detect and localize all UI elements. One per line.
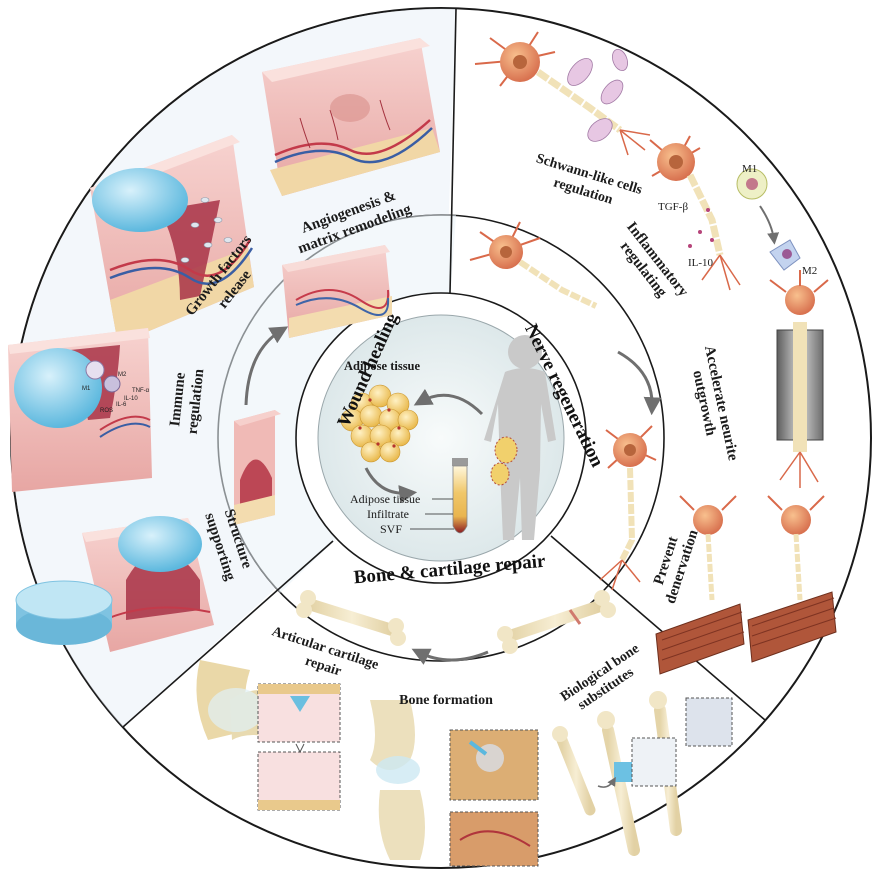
- svg-text:ROS: ROS: [100, 408, 113, 414]
- svg-text:TNF-α: TNF-α: [132, 388, 150, 394]
- label-il10: IL-10: [688, 257, 714, 269]
- tube-label-adipose: Adipose tissue: [350, 492, 420, 506]
- label-m1: M1: [742, 163, 757, 175]
- svg-text:IL-10: IL-10: [124, 396, 138, 402]
- wound-block-small-icon: [234, 410, 281, 525]
- bone-formation-panel-icon: [450, 730, 538, 866]
- immune-block-icon: M1 M2 ROS IL-6 IL-10 TNF-α: [8, 328, 152, 492]
- tube-label-infiltrate: Infiltrate: [367, 507, 409, 521]
- svg-text:M2: M2: [118, 372, 127, 378]
- svg-text:M1: M1: [82, 386, 91, 392]
- label-bone-formation: Bone formation: [399, 693, 493, 708]
- label-tgf: TGF-β: [658, 201, 688, 213]
- centrifuge-tube-icon: [452, 458, 468, 533]
- tube-label-svf: SVF: [380, 522, 402, 536]
- label-m2: M2: [802, 265, 817, 277]
- svg-text:IL-6: IL-6: [116, 402, 127, 408]
- hydrogel-disc-icon: [16, 581, 112, 645]
